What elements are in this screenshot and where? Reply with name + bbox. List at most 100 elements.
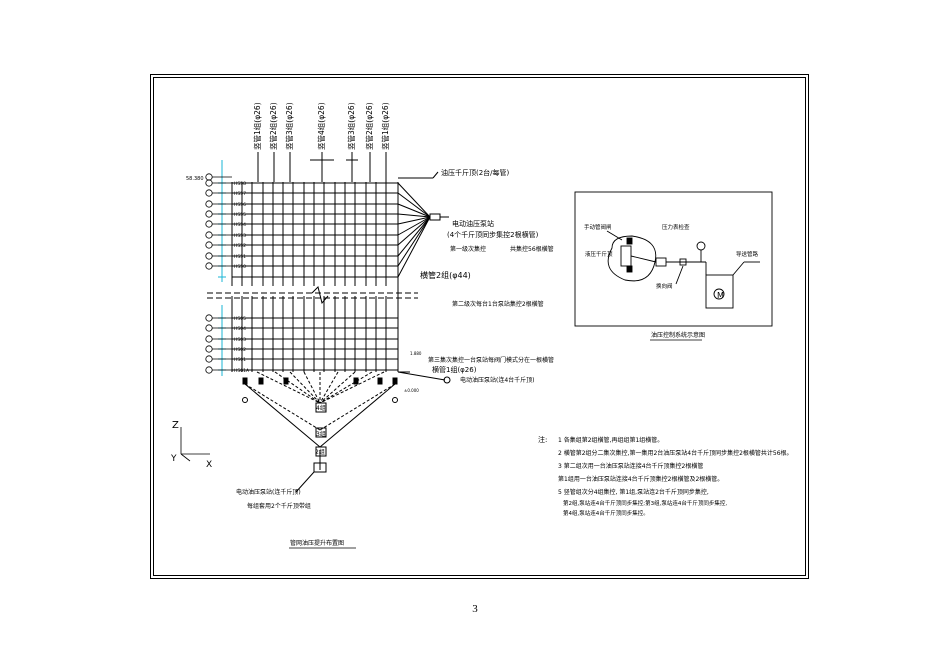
row-label: HS02 (234, 347, 246, 353)
note-3: 3 第二组次用一台油压泵站连接4台千斤顶集控2根横管 (558, 462, 703, 470)
group-fan-line (319, 371, 356, 404)
note-7: 第4组,泵站连4台千斤顶同步集控。 (563, 509, 649, 517)
jack-note: 油压千斤顶(2台/每管) (441, 168, 510, 177)
drawing-sheet-border (150, 74, 809, 579)
row-label: HS53 (234, 233, 246, 239)
jack-bottom-block (626, 265, 633, 273)
row-mark-circle (205, 335, 213, 343)
valve-box (655, 257, 667, 267)
group-fan-line (244, 383, 321, 448)
column-label: 竖管2组(φ26) (268, 102, 278, 150)
level-bottom: ±0.000 (404, 388, 419, 393)
group-label-3: 3组 (316, 430, 326, 438)
row-label: HS03 (234, 337, 246, 343)
pressure-gauge-icon (696, 241, 706, 251)
note-4: 第1组用一台油压泵站连接4台千斤顶集控2根横管及2根横管。 (558, 475, 723, 483)
horizontal-pipe-2-label: 横管1组(φ26) (432, 365, 477, 374)
detail-frame (574, 191, 773, 327)
group-box (315, 446, 327, 457)
row-mark-circle (205, 179, 213, 187)
group-label-4: 4组 (316, 404, 326, 412)
column-label: 竖管1组(φ26) (380, 102, 390, 150)
fan-line (397, 216, 431, 225)
page-number: 3 (472, 603, 478, 615)
row-label: HS55 (234, 212, 246, 218)
row-mark-circle (205, 220, 213, 228)
level-right: 1.880 (410, 351, 422, 356)
fan-line (397, 216, 431, 236)
row-mark-circle (205, 355, 213, 363)
fan-line (397, 216, 431, 278)
manual-valve-label: 手动管阀闸 (584, 223, 612, 231)
horizontal-pipe-label: 横管2组(φ44) (420, 270, 471, 280)
axis-z-label: Z (172, 420, 179, 431)
jack-body (620, 245, 632, 267)
axis-y-label: Y (170, 454, 177, 464)
group-box (315, 402, 327, 413)
pipe-leader (732, 261, 745, 276)
row-label: HS58 (234, 181, 246, 187)
jack-marker (258, 377, 264, 385)
pump-station-1-sub: (4个千斤顶同步集控2根横管) (447, 230, 539, 239)
control-1: 第一级次集控 (450, 245, 486, 253)
motor-symbol: M (717, 291, 724, 300)
row-label: HS52 (234, 243, 246, 249)
column-label: 竖管4组(φ26) (316, 102, 326, 150)
jack-label: 液压千斤顶 (585, 250, 613, 258)
column-label: 竖管1组(φ26) (252, 102, 262, 150)
check-valve-leader (675, 265, 684, 285)
row-label: HS56 (234, 202, 246, 208)
note-1: 1 各集组第2组横管,再组组第1组横管。 (558, 436, 663, 444)
axis-x-label: X (206, 460, 212, 470)
group-fan-line (289, 371, 321, 404)
pump-2-leader (397, 371, 446, 381)
row-mark-circle (205, 345, 213, 353)
jack-top-block (626, 237, 633, 245)
pump-station-2: 电动油压泵站(连4台千斤顶) (460, 376, 535, 384)
note-5: 5 竖管组次分4组集控, 第1组,泵站连2台千斤顶同步集控, (558, 488, 709, 496)
break-zigzag (311, 286, 329, 305)
row-label: HS04 (234, 326, 246, 332)
jack-circle (392, 397, 398, 403)
row-label: HS51 (234, 254, 246, 260)
column-label: 竖管3组(φ26) (284, 102, 294, 150)
valve-leader (606, 230, 623, 241)
group-fan-line (319, 371, 373, 404)
row-mark-circle (205, 241, 213, 249)
row-mark-circle (205, 366, 213, 374)
motor-icon (713, 288, 725, 300)
control-total: 共集控56根横管 (510, 245, 554, 253)
fan-line (397, 192, 431, 218)
row-label: HS50 (234, 264, 246, 270)
control-2: 第二级次每台1台泵站集控2根横管 (452, 300, 544, 308)
row-mark-circle (205, 324, 213, 332)
row-mark-circle (205, 252, 213, 260)
row-mark-circle (205, 200, 213, 208)
bottom-pump-label: 电动油压泵站(连千斤顶) (236, 488, 301, 496)
motor-box (705, 274, 734, 309)
group-fan-line (256, 371, 321, 404)
pipe-label: 导送管路 (736, 250, 759, 258)
row-label: HS57 (234, 191, 246, 197)
note-2: 2 横管第2组分二集次集控,第一集用2台油压泵站4台千斤顶同步集控2根横管共计5… (558, 449, 793, 457)
jack-marker (392, 377, 398, 385)
jack-marker (353, 377, 359, 385)
bottom-pump-sub: 每组套用2个千斤顶带组 (247, 502, 311, 510)
row-label: HS01 (234, 357, 246, 363)
detail-title: 油压控制系统示意图 (651, 331, 705, 339)
row-mark-circle (205, 314, 213, 322)
jack-marker (283, 377, 289, 385)
row-mark-circle (205, 262, 213, 270)
row-label: HS54 (234, 222, 246, 228)
pump-station-box (429, 213, 441, 221)
group-fan-line (319, 383, 396, 448)
fan-line (397, 213, 431, 218)
note-6: 第2组,泵站连4台千斤顶同步集控;第3组,泵站连4台千斤顶同步集控, (563, 499, 727, 507)
top-left-level: 58.380 (186, 176, 204, 182)
row-mark-circle (205, 210, 213, 218)
bottom-pump-leader (295, 471, 315, 493)
pressure-gauge-label: 压力表检查 (662, 223, 690, 231)
row-mark-circle (205, 231, 213, 239)
group-fan-line (274, 371, 321, 404)
